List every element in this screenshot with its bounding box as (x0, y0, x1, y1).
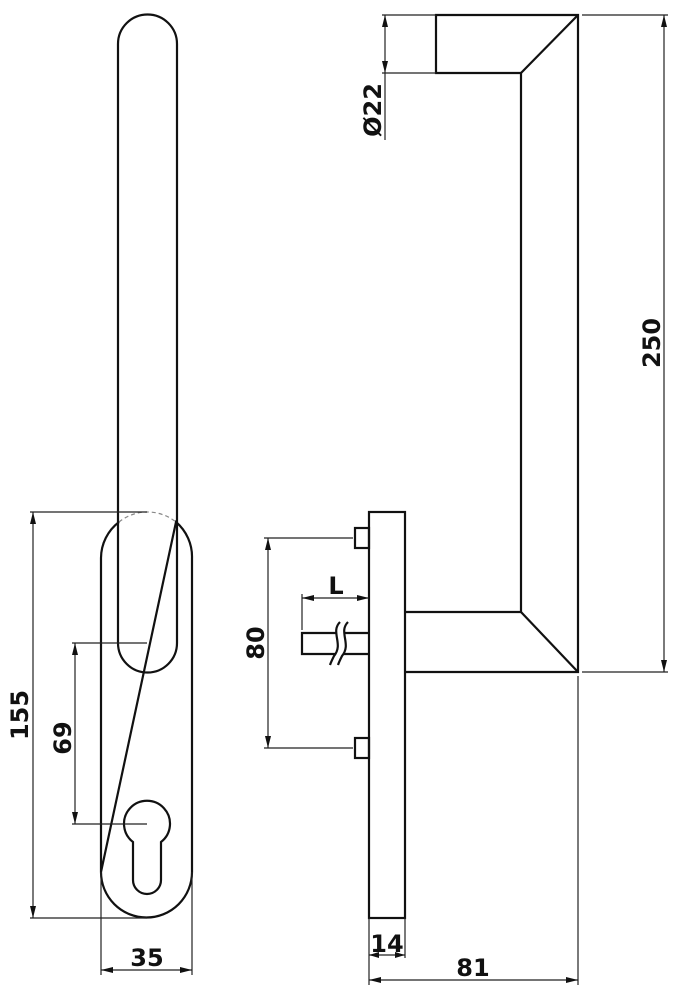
arrow-icon (661, 15, 667, 27)
dim-14-label: 14 (370, 930, 403, 958)
arrow-icon (30, 906, 36, 918)
arrow-icon (382, 61, 388, 73)
break-symbol-icon (328, 621, 349, 666)
arrow-icon (661, 660, 667, 672)
dim-35-label: 35 (130, 944, 163, 972)
front-view: 155 69 35 (6, 13, 194, 975)
side-backplate (367, 510, 407, 920)
arrow-icon (101, 967, 113, 973)
fixing-stud-bottom (353, 736, 371, 760)
arrow-icon (302, 595, 314, 601)
arrow-icon (369, 977, 381, 983)
arrow-icon (265, 736, 271, 748)
lever-mitre-bottom (520, 611, 579, 673)
arrow-icon (357, 595, 369, 601)
dim-155-label: 155 (6, 690, 34, 740)
lever-bar-outline (116, 13, 179, 674)
dim-L-label: L (328, 572, 343, 600)
dim-250-label: 250 (638, 318, 666, 368)
fixing-stud-top (353, 526, 371, 550)
arrow-icon (566, 977, 578, 983)
arrow-icon (395, 952, 405, 958)
arrow-icon (369, 952, 379, 958)
spindle-outline (300, 631, 369, 656)
keyhole-icon (122, 799, 172, 896)
dim-69-label: 69 (49, 721, 77, 754)
backplate-hidden-arc (118, 511, 177, 523)
arrow-icon (382, 15, 388, 27)
arrow-icon (265, 538, 271, 550)
arrow-icon (72, 643, 78, 655)
backplate-outline (99, 519, 194, 919)
arrow-icon (30, 512, 36, 524)
lever-mitre-top (520, 14, 579, 74)
arrow-icon (72, 812, 78, 824)
side-view: Ø22 250 80 L 14 81 (242, 13, 668, 985)
dim-80-label: 80 (242, 626, 270, 659)
dim-22-label: Ø22 (359, 83, 387, 137)
lever-profile-outline (405, 13, 580, 674)
arrow-icon (180, 967, 192, 973)
dim-81-label: 81 (456, 954, 489, 982)
